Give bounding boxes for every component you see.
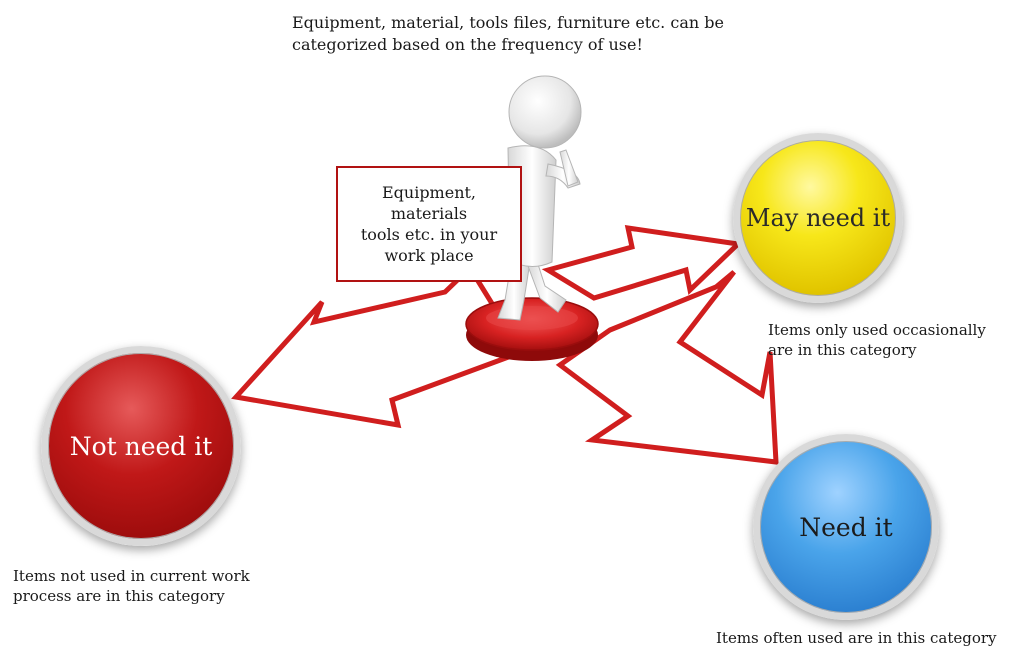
category-label: Not need it: [69, 431, 213, 461]
intro-text: Equipment, material, tools files, furnit…: [292, 13, 724, 54]
category-label: Need it: [799, 512, 893, 542]
caption-may-need-it: Items only used occasionally are in this…: [768, 321, 986, 359]
arrow-to-may-need-it: [541, 225, 744, 301]
platform-disc: [465, 297, 599, 361]
center-box-workplace-items: Equipment, materials tools etc. in your …: [336, 166, 522, 282]
arrow-to-need-it: [555, 270, 779, 465]
caption-not-need-it: Items not used in current work process a…: [13, 567, 250, 605]
arrow-to-not-need-it: [231, 264, 526, 429]
category-need-it: Need it: [753, 434, 939, 620]
category-label: May need it: [745, 204, 891, 232]
category-not-need-it: Not need it: [41, 346, 241, 546]
category-may-need-it: May need it: [733, 133, 903, 303]
caption-need-it: Items often used are in this category: [716, 629, 997, 647]
